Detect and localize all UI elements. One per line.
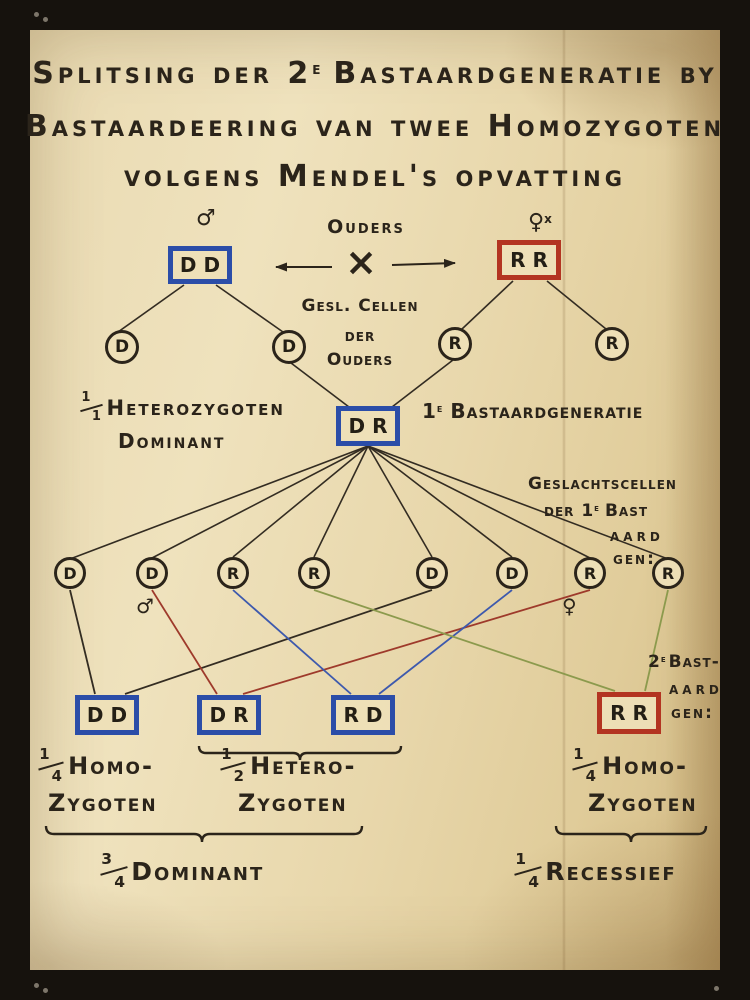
ordinal-superscript: e	[594, 502, 600, 514]
title-line-3: volgens Mendel's opvatting	[124, 159, 626, 194]
parent-gamete-circle: R	[595, 327, 629, 361]
f1-generation-label: 1e Bastaardgeneratie	[422, 400, 643, 422]
f1-gamete-circle: R	[652, 557, 684, 589]
grommet-dot	[43, 17, 48, 22]
parent-gametes-caption-1: Gesl. Cellen	[301, 296, 419, 316]
f2-generation-label-2: aard	[669, 679, 723, 699]
parent-gametes-caption-2: der	[344, 326, 376, 346]
fraction-denominator: 2	[233, 766, 246, 785]
fraction-numerator: 1	[515, 850, 529, 869]
parent-gamete-circle: D	[105, 330, 139, 364]
title-line-2: Bastaardeering van twee Homozygoten	[24, 109, 726, 144]
parent-gametes-caption-3: Ouders	[326, 350, 394, 370]
title-line-1-rest: Bastaardgeneratie by	[333, 56, 718, 91]
result-text: Hetero-	[250, 751, 357, 780]
f1-generation-text: Bastaardgeneratie	[450, 399, 644, 423]
f1-gamete-circle: D	[54, 557, 86, 589]
fraction-numerator: 3	[101, 850, 115, 869]
cross-symbol: ×	[345, 240, 377, 284]
f1-gametes-caption-1: Geslachtscellen	[528, 474, 677, 494]
f2-genotype-box-dd: DD	[75, 695, 139, 735]
fraction-denominator: 1	[91, 408, 103, 424]
title-line-1-text: Splitsing der 2	[32, 56, 313, 91]
parents-label: Ouders	[327, 216, 405, 238]
f1-gamete-circle: R	[217, 557, 249, 589]
f1-gametes-caption-3: aard	[610, 526, 664, 546]
paper-stain	[460, 810, 720, 970]
grommet-dot	[34, 12, 39, 17]
f2-generation-label-3: gen:	[671, 703, 714, 723]
fraction-numerator: 1	[221, 745, 234, 764]
parent-gamete-circle: R	[438, 327, 472, 361]
title-line-1: Splitsing der 2e Bastaardgeneratie by	[0, 57, 750, 90]
paper-stain	[30, 880, 230, 970]
total-text: Dominant	[131, 856, 265, 886]
total-text: Recessief	[545, 856, 677, 886]
male-symbol-icon: ♂	[196, 206, 216, 231]
f1-gametes-caption-2: der 1e Bast	[544, 502, 648, 521]
f1-generation-ordinal: 1	[422, 399, 437, 423]
male-symbol-icon: ♂	[136, 594, 154, 618]
f2-generation-ordinal: 2	[648, 652, 661, 672]
f1-gamete-circle: R	[298, 557, 330, 589]
f2-generation-text: Bast-	[668, 652, 720, 672]
fraction-numerator: 1	[81, 389, 93, 405]
f2-genotype-box-rr: RR	[597, 692, 661, 734]
grommet-dot	[34, 983, 39, 988]
result-heterozygotes-line2: Zygoten	[238, 789, 348, 817]
f1-gamete-circle: D	[136, 557, 168, 589]
ordinal-superscript: e	[436, 401, 444, 415]
f1-gamete-circle: D	[496, 557, 528, 589]
fraction-denominator: 4	[585, 766, 598, 785]
female-symbol-glyph: ♀	[528, 210, 545, 235]
result-homo-dominant-line2: Zygoten	[48, 789, 158, 817]
result-homo-recessive-line2: Zygoten	[588, 789, 698, 817]
parent-gamete-circle: D	[272, 330, 306, 364]
female-symbol-mark: x	[544, 212, 552, 226]
fraction-denominator: 4	[528, 872, 541, 891]
female-symbol-icon: ♀x	[528, 210, 552, 235]
f1-genotype-box: DR	[336, 406, 400, 446]
f1-label-text: Heterozygoten	[106, 395, 285, 420]
f1-gamete-circle: R	[574, 557, 606, 589]
mother-genotype-box: RR	[497, 240, 561, 280]
fraction-numerator: 1	[573, 745, 586, 764]
f1-gamete-circle: D	[416, 557, 448, 589]
result-text: Homo-	[602, 751, 688, 780]
grommet-dot	[43, 988, 48, 993]
result-text: Homo-	[68, 751, 154, 780]
f2-genotype-box-dr: DR	[197, 695, 261, 735]
fraction-denominator: 4	[114, 872, 127, 891]
f1-dominant-label: Dominant	[118, 429, 226, 453]
caption-text: der 1	[544, 501, 595, 521]
f1-gametes-caption-4: gen:	[613, 549, 656, 569]
ordinal-superscript: e	[660, 653, 667, 665]
fraction-denominator: 4	[51, 766, 64, 785]
ordinal-superscript: e	[312, 57, 325, 78]
fraction-numerator: 1	[39, 745, 52, 764]
female-symbol-icon: ♀	[562, 594, 577, 618]
f2-genotype-box-rd: RD	[331, 695, 395, 735]
caption-text: Bast	[604, 501, 649, 521]
father-genotype-box: DD	[168, 246, 232, 284]
grommet-dot	[714, 986, 719, 991]
